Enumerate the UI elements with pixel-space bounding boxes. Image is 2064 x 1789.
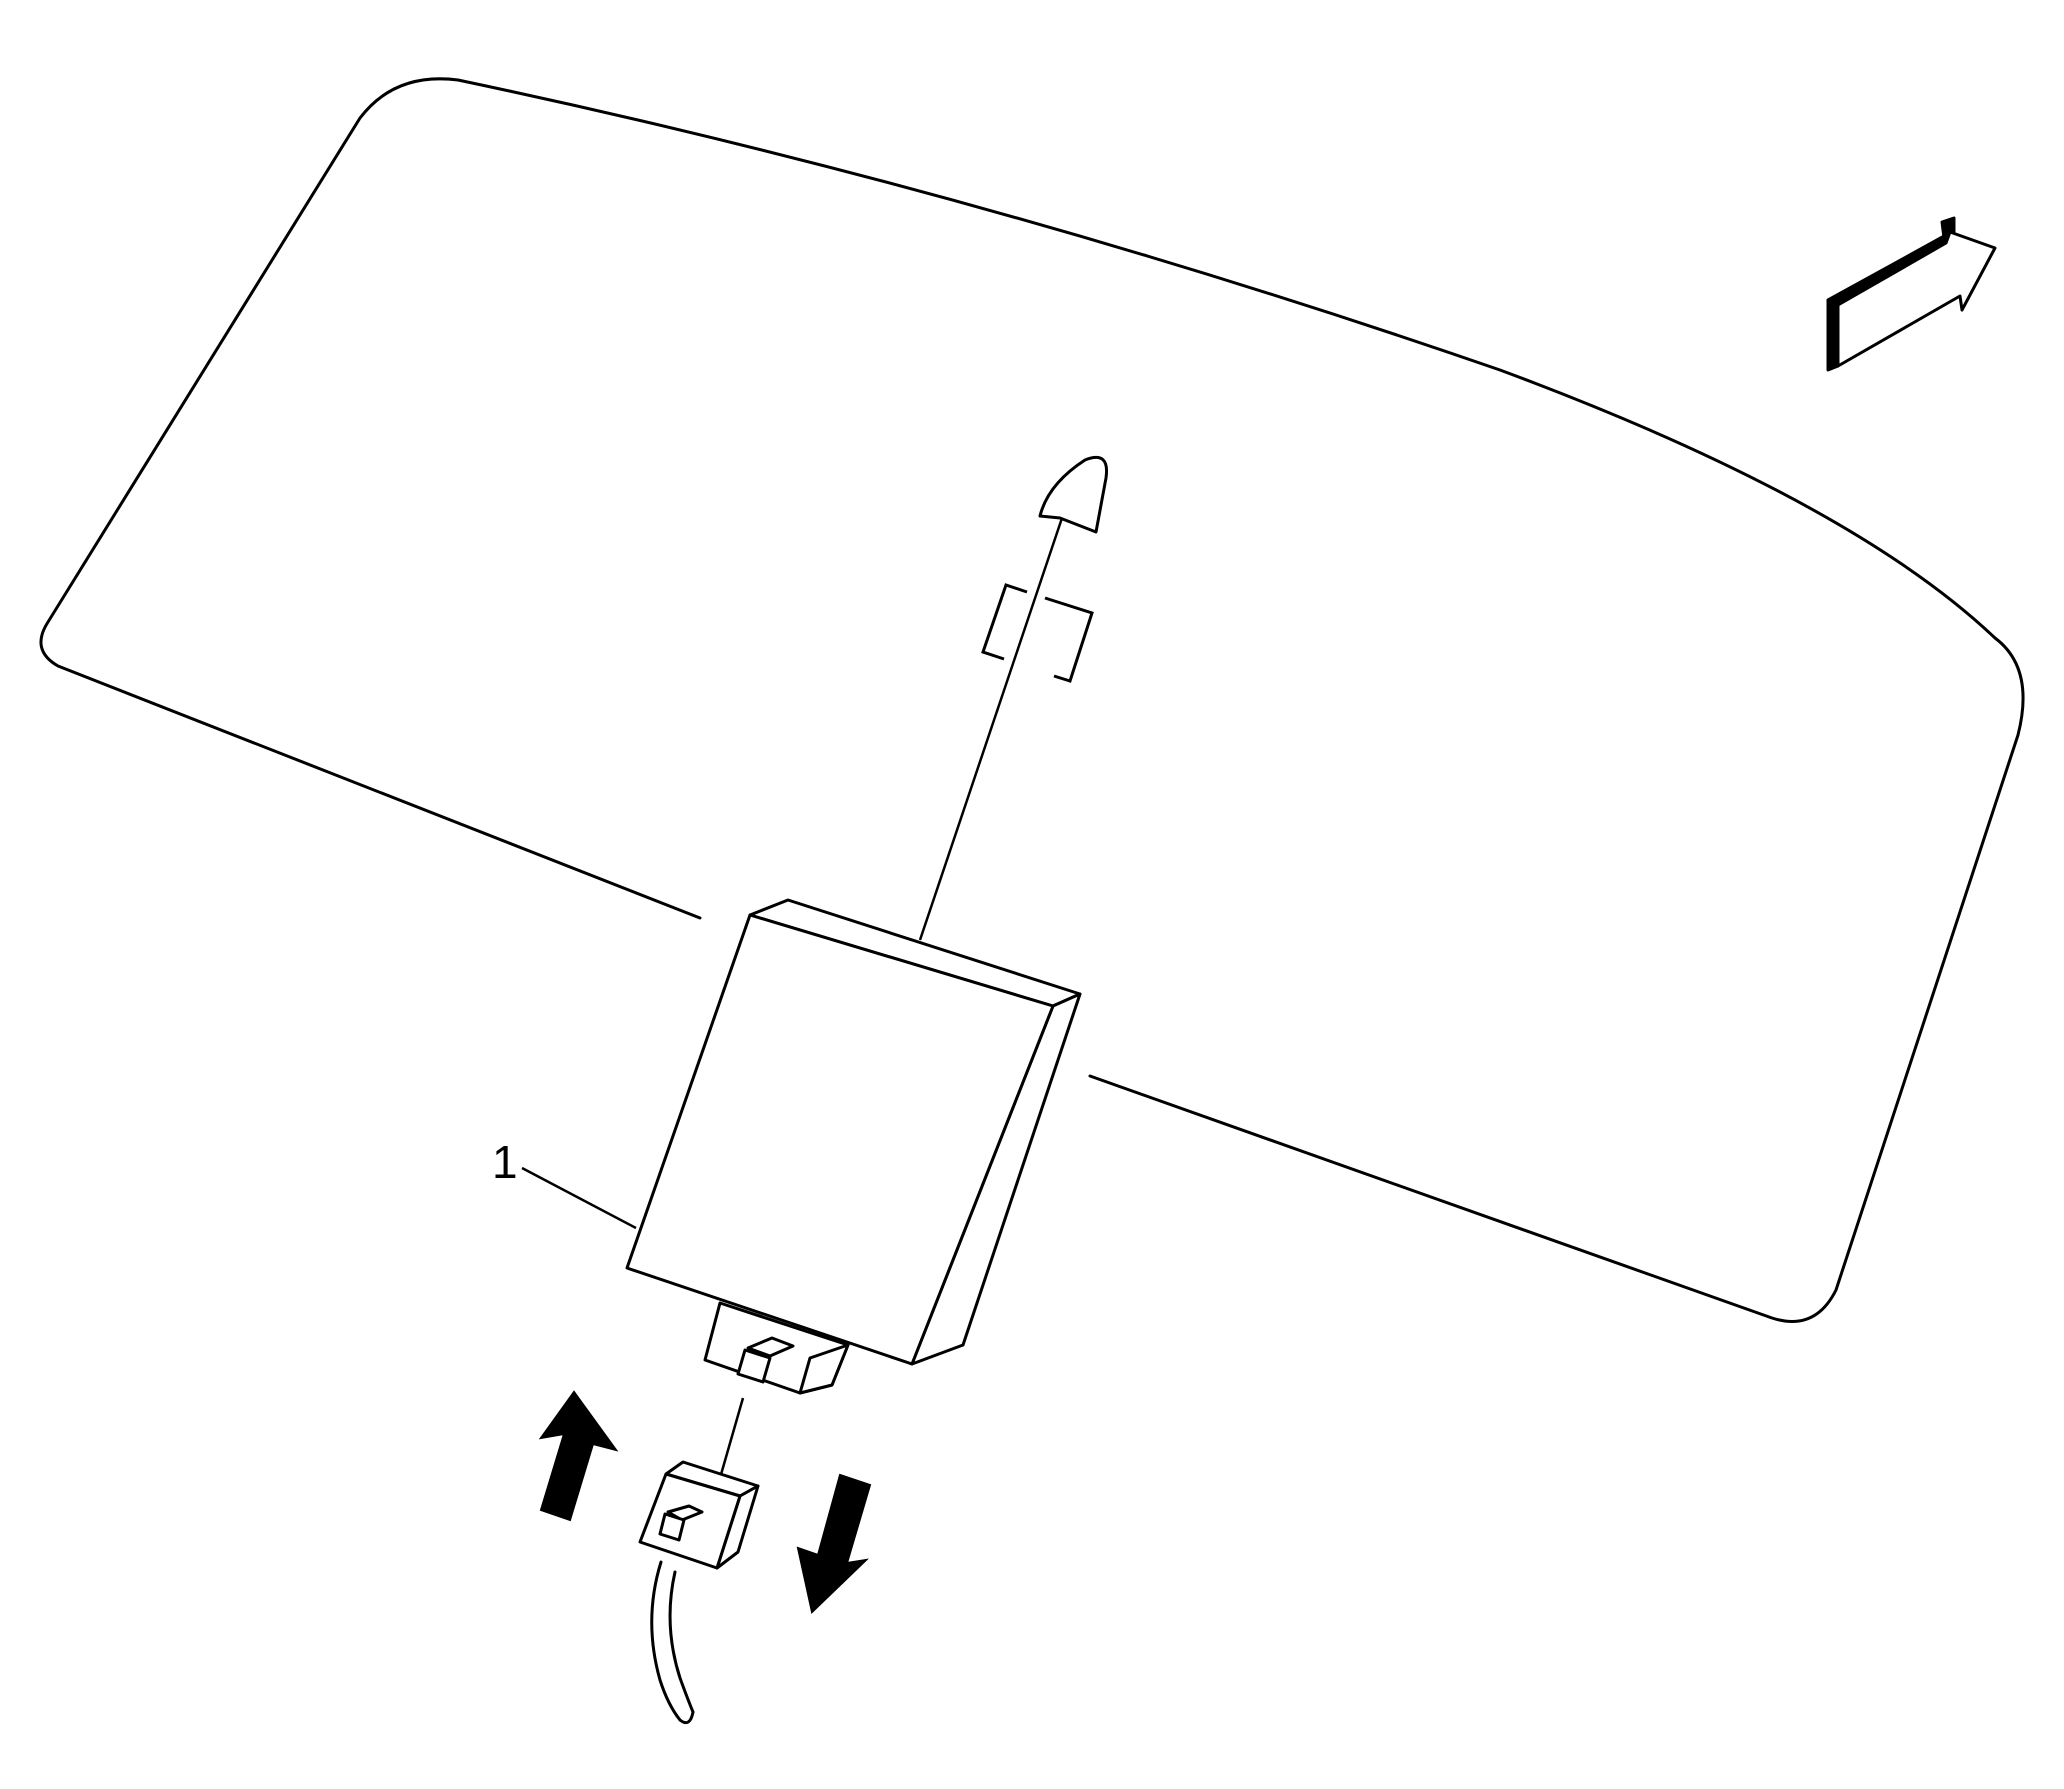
module-box — [625, 898, 1082, 1366]
connector-guide-line — [718, 1397, 745, 1479]
module-connector-socket — [703, 1301, 850, 1395]
mount-point-marker — [1038, 455, 1109, 534]
harness-plug — [638, 1460, 760, 1570]
front-direction-arrow-icon — [1826, 216, 1997, 372]
callout-1: 1 — [492, 1136, 637, 1230]
mount-bracket — [981, 583, 1094, 683]
remove-arrow-icon — [796, 1473, 872, 1614]
callout-1-label: 1 — [492, 1136, 518, 1188]
install-arrow-icon — [538, 1390, 619, 1522]
windshield-outline — [39, 77, 2025, 1323]
harness-wire — [650, 1560, 695, 1725]
mounting-guide-line — [918, 517, 1064, 941]
callout-1-leader — [521, 1166, 637, 1230]
